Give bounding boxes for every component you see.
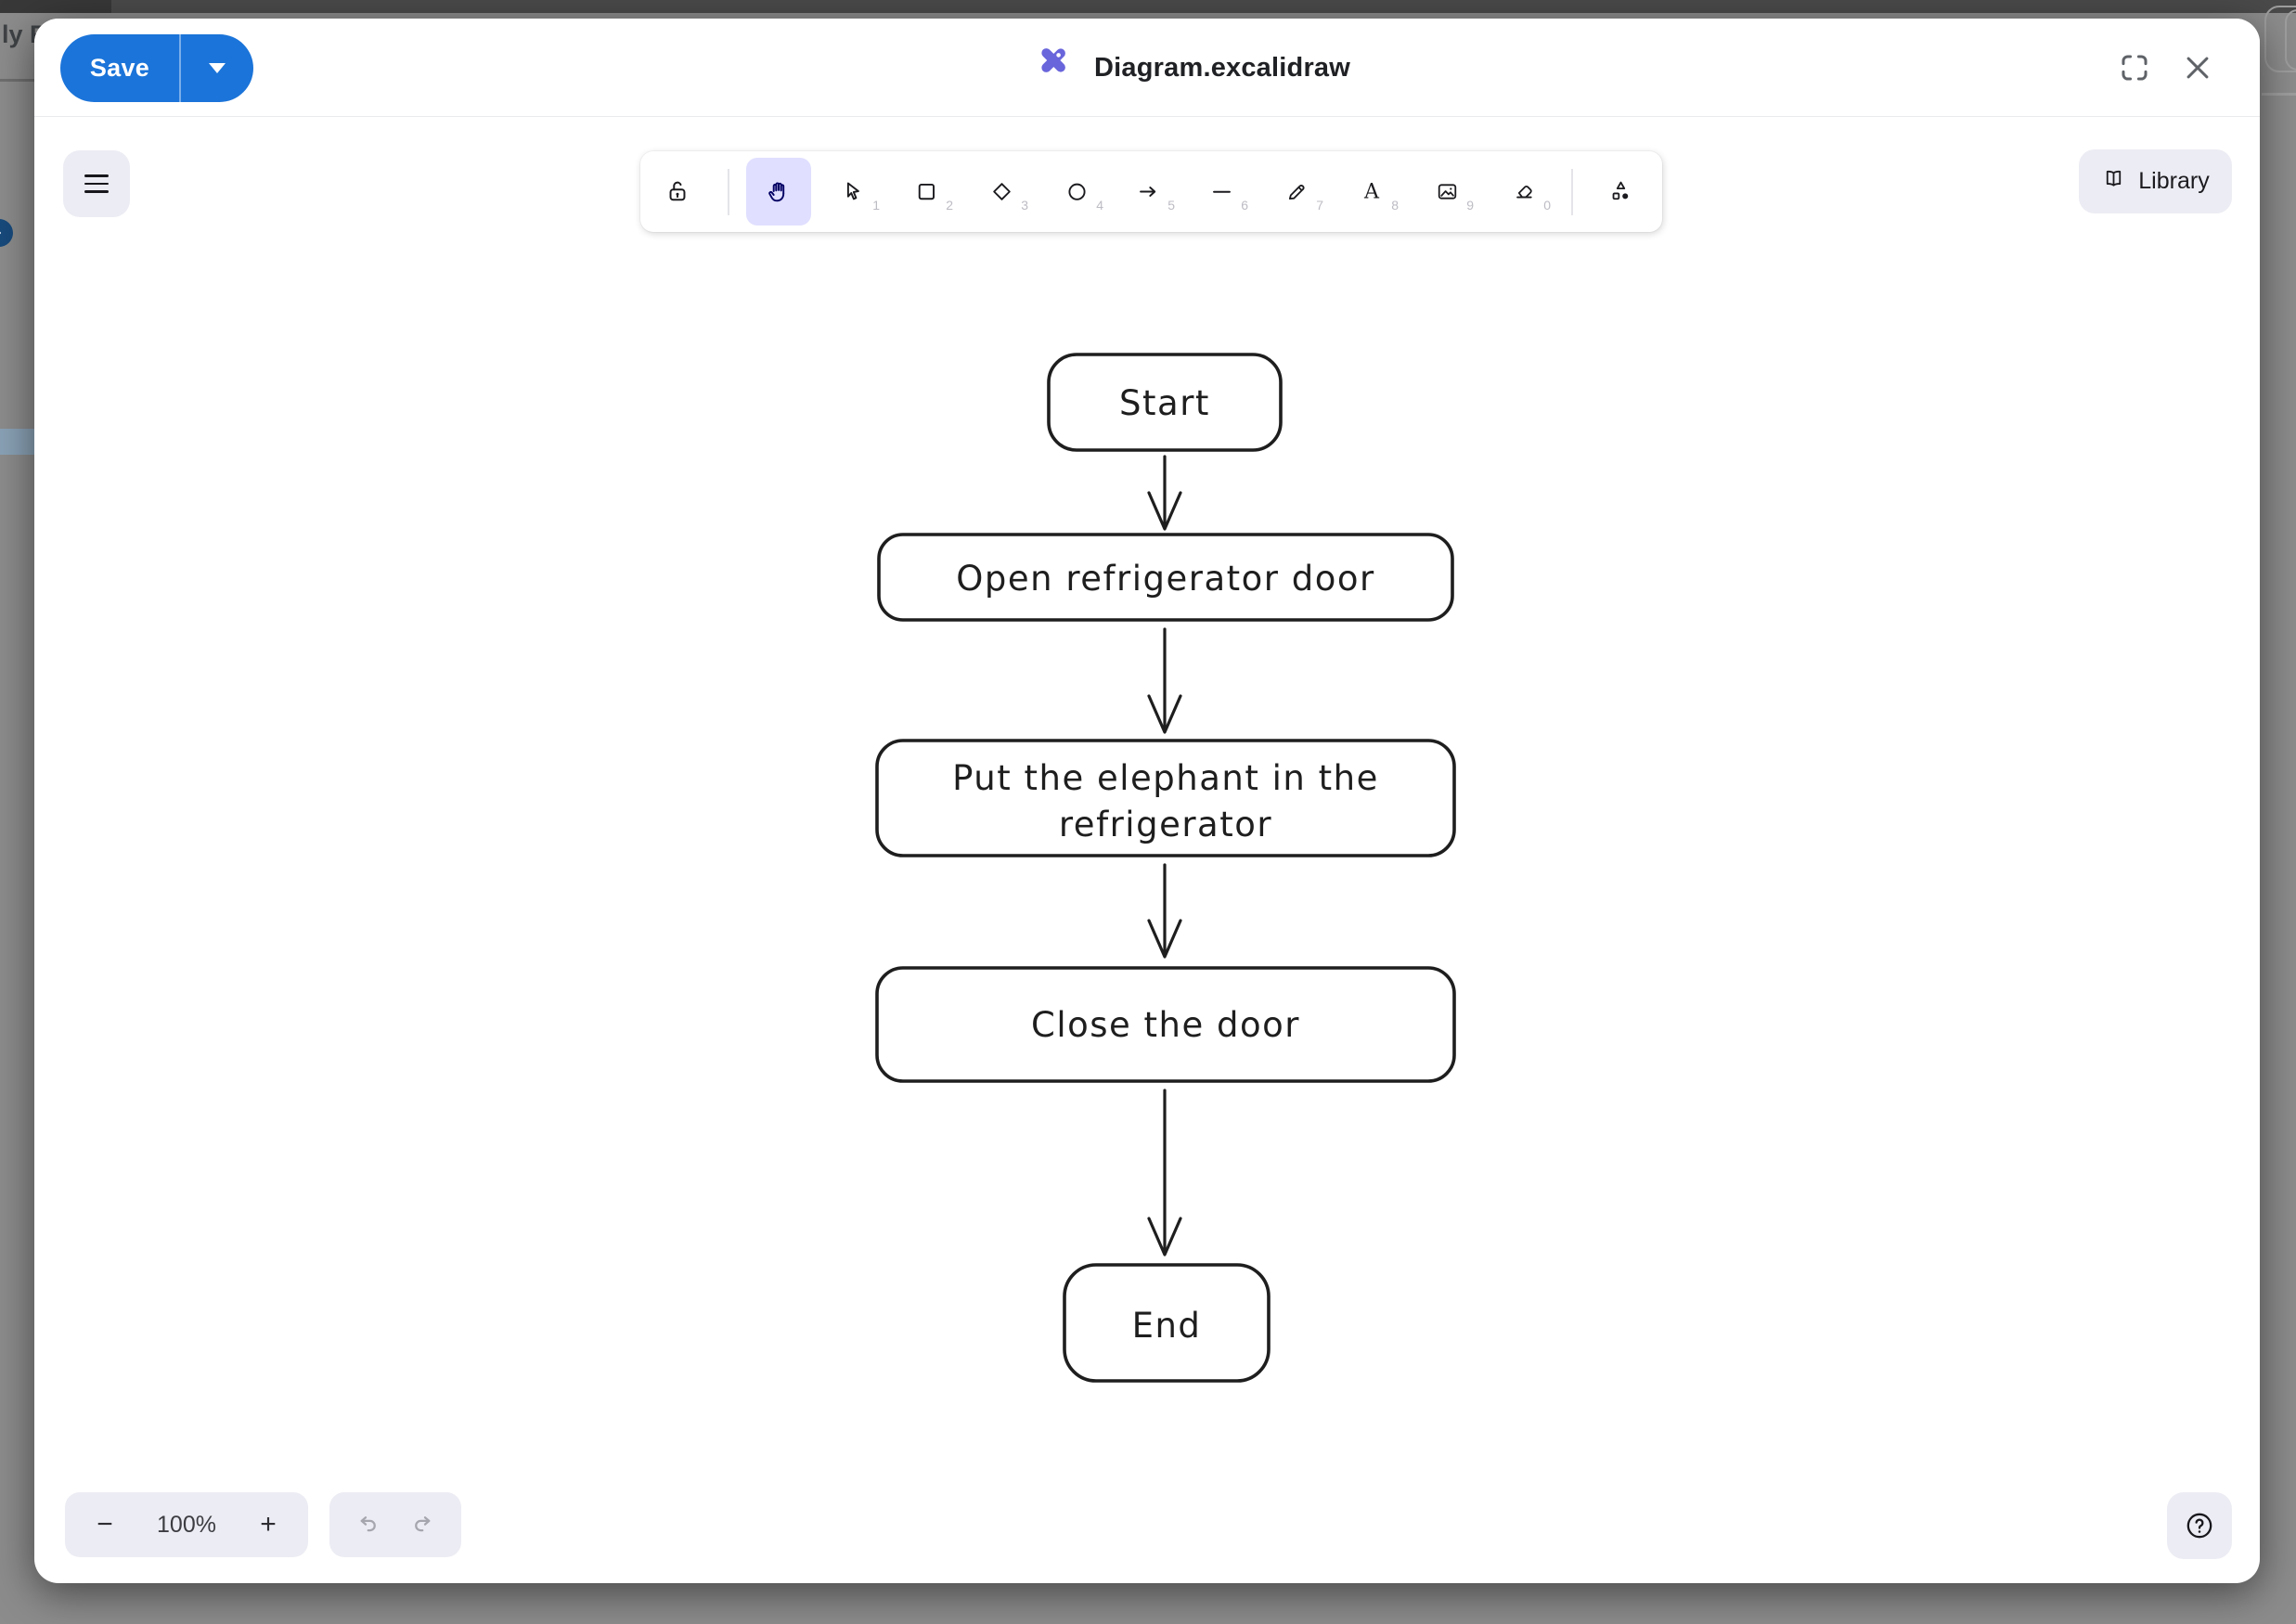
- shortcut-hint: 3: [1021, 198, 1028, 213]
- image-tool[interactable]: 9: [1417, 161, 1477, 221]
- main-menu-button[interactable]: [63, 150, 130, 217]
- hand-tool[interactable]: [746, 158, 811, 226]
- svg-text:A: A: [1363, 180, 1380, 204]
- background-selection-band: [0, 429, 34, 455]
- zoom-out-button[interactable]: −: [97, 1509, 113, 1540]
- background-card-outline: [2285, 9, 2296, 71]
- arrowhead-icon: [1147, 491, 1182, 531]
- save-options-button[interactable]: [181, 34, 254, 102]
- node-label-put-line1: Put the elephant in the: [952, 758, 1379, 798]
- lock-icon[interactable]: [648, 161, 707, 221]
- shortcut-hint: 2: [946, 198, 953, 213]
- node-label-end: End: [1132, 1306, 1202, 1346]
- close-icon[interactable]: [2174, 45, 2221, 91]
- file-title: Diagram.excalidraw: [1094, 52, 1351, 83]
- background-divider: [0, 79, 34, 82]
- shortcut-hint: 7: [1316, 198, 1323, 213]
- flowchart-node-close: [875, 966, 1456, 1083]
- chevron-down-icon: [208, 63, 226, 73]
- arrowhead-icon: [1147, 694, 1182, 734]
- excalidraw-modal: Save Diagram.excalidraw: [34, 19, 2260, 1583]
- node-label-start: Start: [1119, 383, 1210, 423]
- background-top-strip: [0, 0, 2296, 13]
- flowchart-node-open: [877, 533, 1454, 622]
- node-label-put-line2: refrigerator: [1059, 805, 1272, 844]
- ellipse-tool[interactable]: 4: [1047, 161, 1106, 221]
- help-button[interactable]: [2167, 1492, 2232, 1559]
- zoom-control: − 100% +: [65, 1492, 308, 1557]
- shortcut-hint: 4: [1096, 198, 1103, 213]
- flowchart-node-put: [875, 739, 1456, 857]
- file-title-group: Diagram.excalidraw: [1035, 45, 1350, 90]
- shortcut-hint: 6: [1241, 198, 1248, 213]
- shortcut-hint: 0: [1543, 198, 1551, 213]
- background-avatar: ›: [0, 219, 13, 247]
- zoom-level[interactable]: 100%: [157, 1511, 216, 1538]
- history-control: [329, 1492, 461, 1557]
- toolbar-divider: [1571, 169, 1573, 215]
- toolbar-divider: [728, 169, 729, 215]
- flowchart-node-start: [1047, 353, 1283, 452]
- eraser-tool[interactable]: 0: [1494, 161, 1554, 221]
- redo-icon[interactable]: [408, 1509, 436, 1541]
- rectangle-tool[interactable]: 2: [896, 161, 956, 221]
- diamond-tool[interactable]: 3: [972, 161, 1031, 221]
- flowchart-canvas[interactable]: Start Open refrigerator door Put the ele…: [851, 334, 1482, 1411]
- save-button[interactable]: Save: [89, 54, 150, 82]
- more-shapes-tool[interactable]: [1591, 161, 1650, 221]
- node-label-open: Open refrigerator door: [956, 559, 1375, 599]
- line-tool[interactable]: 6: [1192, 161, 1251, 221]
- modal-header: Save Diagram.excalidraw: [34, 19, 2260, 117]
- library-label: Library: [2138, 168, 2210, 194]
- book-icon: [2101, 166, 2126, 198]
- save-split-button[interactable]: Save: [60, 34, 253, 102]
- fullscreen-button[interactable]: [2111, 45, 2158, 91]
- shortcut-hint: 1: [872, 198, 880, 213]
- shortcut-hint: 5: [1167, 198, 1175, 213]
- background-top-strip-dark: [0, 0, 111, 13]
- save-button-divider: [179, 34, 181, 102]
- background-card-outline: [2264, 6, 2296, 72]
- zoom-in-button[interactable]: +: [260, 1509, 277, 1540]
- undo-icon[interactable]: [355, 1509, 382, 1541]
- flowchart-node-end: [1063, 1263, 1271, 1383]
- arrowhead-icon: [1147, 919, 1182, 959]
- arrow-tool[interactable]: 5: [1118, 161, 1178, 221]
- node-label-close: Close the door: [1031, 1005, 1300, 1045]
- text-tool[interactable]: A 8: [1342, 161, 1401, 221]
- excalidraw-logo-icon: [1035, 46, 1072, 90]
- background-divider: [2262, 93, 2296, 96]
- draw-tool[interactable]: 7: [1267, 161, 1326, 221]
- arrowhead-icon: [1147, 1217, 1182, 1257]
- shortcut-hint: 9: [1466, 198, 1474, 213]
- shortcut-hint: 8: [1391, 198, 1399, 213]
- library-button[interactable]: Library: [2079, 149, 2232, 213]
- tool-palette: 1 2 3 4: [640, 151, 1662, 232]
- selection-tool[interactable]: 1: [823, 161, 883, 221]
